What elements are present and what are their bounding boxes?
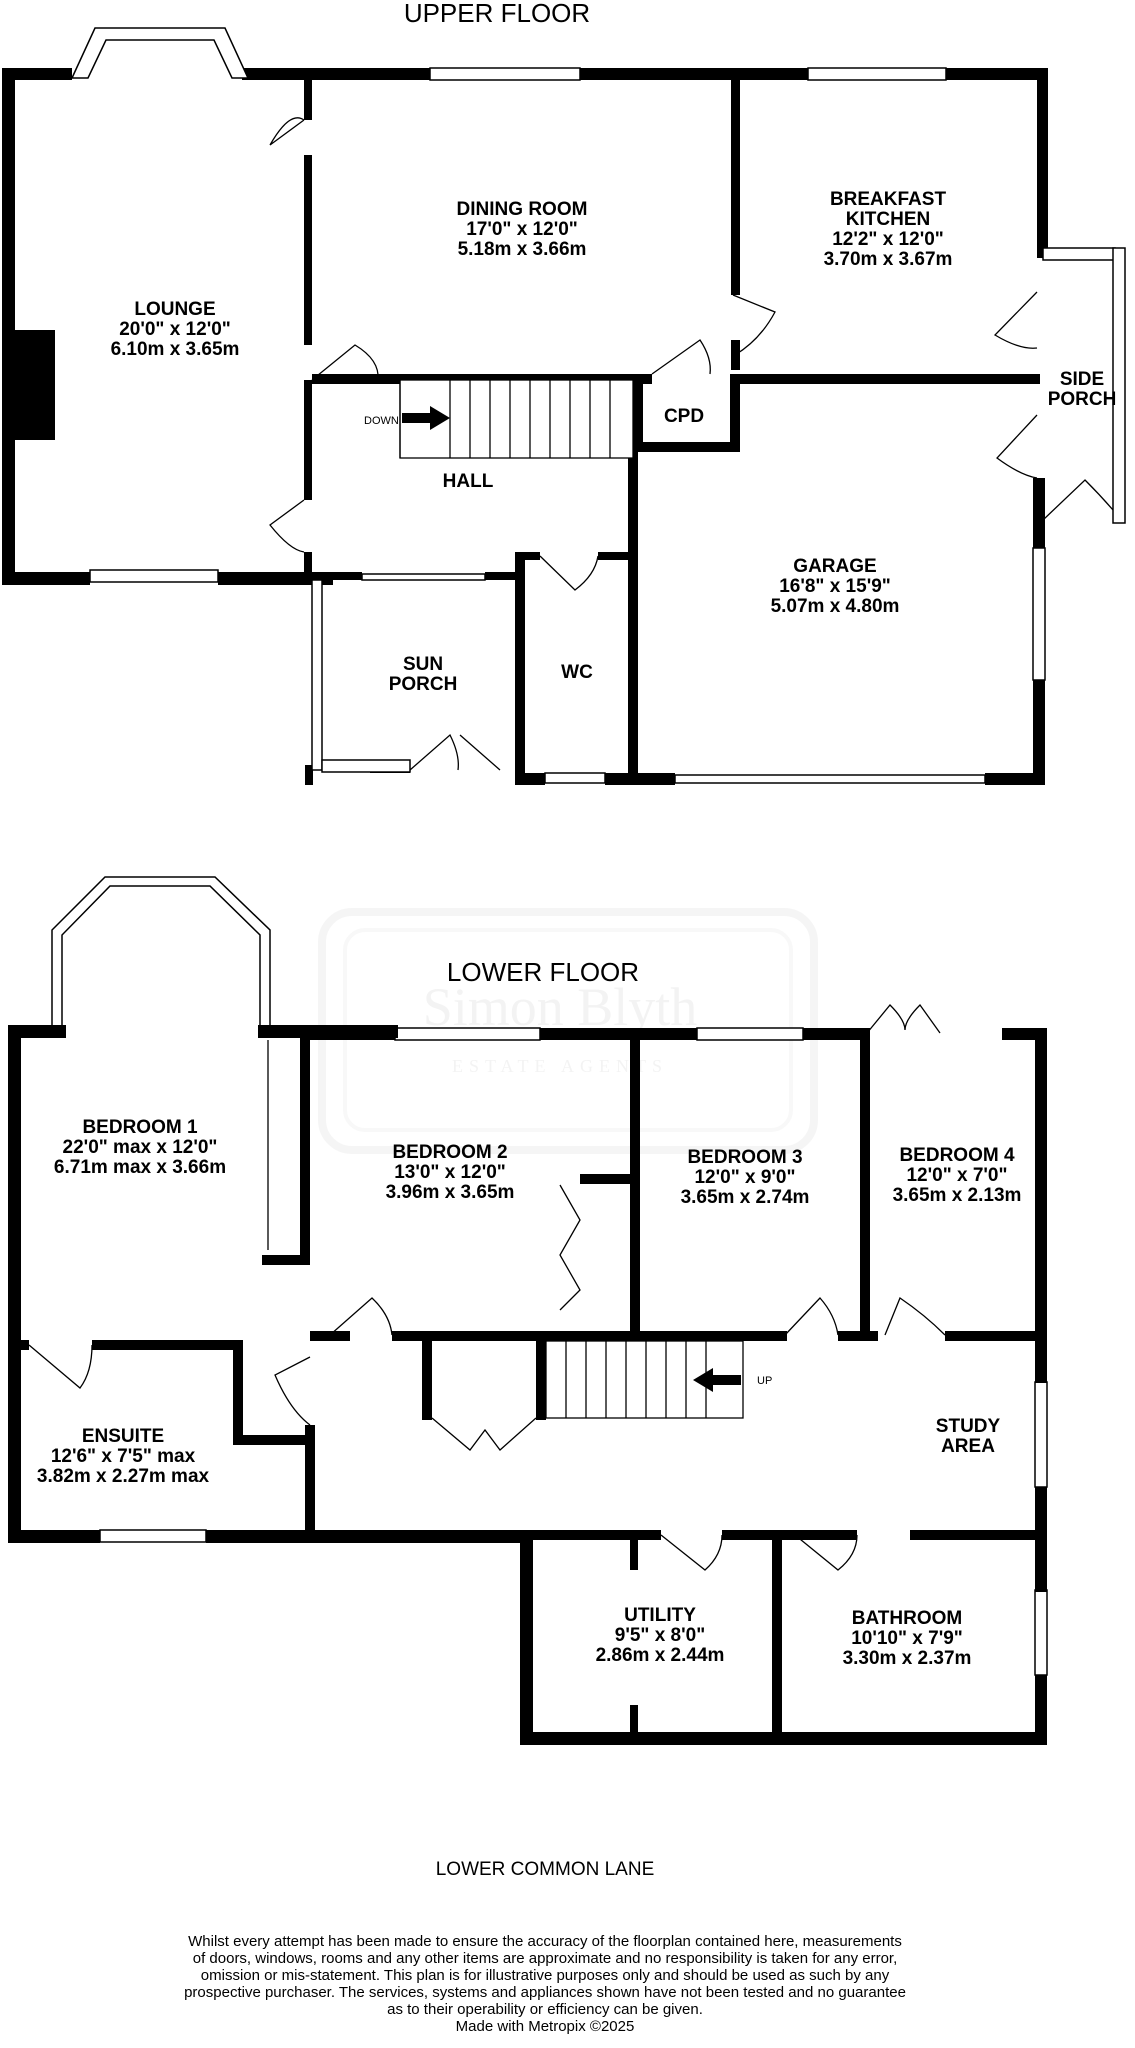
lounge-imperial: 20'0" x 12'0" (119, 319, 231, 340)
stairs-up-label: UP (757, 1375, 772, 1387)
lower-floor-title: LOWER FLOOR (447, 957, 639, 987)
bedroom3-imperial: 12'0" x 9'0" (694, 1167, 795, 1188)
upper-floor-title: UPPER FLOOR (404, 0, 590, 28)
bedroom2-label: BEDROOM 2 13'0" x 12'0" 3.96m x 3.65m (386, 1142, 515, 1203)
bedroom2-name: BEDROOM 2 (392, 1142, 507, 1163)
watermark: Simon Blyth ESTATE AGENTS (318, 908, 818, 1154)
dining-metric: 5.18m x 3.66m (458, 239, 587, 260)
disclaimer-line-1: Whilst every attempt has been made to en… (188, 1933, 902, 1950)
hall-label: HALL (443, 471, 494, 492)
bedroom3-metric: 3.65m x 2.74m (681, 1187, 810, 1208)
study-name-2: AREA (941, 1436, 995, 1457)
dining-imperial: 17'0" x 12'0" (466, 219, 578, 240)
kitchen-label: BREAKFAST KITCHEN 12'2" x 12'0" 3.70m x … (824, 189, 953, 270)
bedroom2-imperial: 13'0" x 12'0" (394, 1162, 506, 1183)
lounge-metric: 6.10m x 3.65m (111, 339, 240, 360)
bedroom4-name: BEDROOM 4 (899, 1145, 1015, 1166)
wc-label: WC (561, 662, 593, 683)
upper-floor-windows (70, 27, 1126, 784)
study-name-1: STUDY (936, 1416, 1001, 1437)
disclaimer-line-5: as to their operability or efficiency ca… (387, 2001, 703, 2018)
bathroom-metric: 3.30m x 2.37m (843, 1648, 972, 1669)
utility-name: UTILITY (624, 1605, 696, 1626)
garage-name: GARAGE (793, 556, 876, 577)
utility-metric: 2.86m x 2.44m (596, 1645, 725, 1666)
bedroom4-label: BEDROOM 4 12'0" x 7'0" 3.65m x 2.13m (893, 1145, 1022, 1206)
bedroom3-label: BEDROOM 3 12'0" x 9'0" 3.65m x 2.74m (681, 1147, 810, 1208)
sun-porch-name-1: SUN (403, 654, 443, 675)
utility-label: UTILITY 9'5" x 8'0" 2.86m x 2.44m (596, 1605, 725, 1666)
bedroom1-imperial: 22'0" max x 12'0" (63, 1137, 218, 1158)
bathroom-name: BATHROOM (852, 1608, 962, 1629)
sun-porch-name-2: PORCH (389, 674, 458, 695)
side-porch-name-2: PORCH (1048, 389, 1117, 410)
kitchen-imperial: 12'2" x 12'0" (832, 229, 944, 250)
disclaimer-line-4: prospective purchaser. The services, sys… (184, 1984, 906, 2001)
upper-stairs: DOWN (364, 379, 634, 459)
lounge-label: LOUNGE 20'0" x 12'0" 6.10m x 3.65m (111, 299, 240, 360)
disclaimer: Whilst every attempt has been made to en… (184, 1933, 906, 2035)
garage-label: GARAGE 16'8" x 15'9" 5.07m x 4.80m (771, 556, 900, 617)
ensuite-metric: 3.82m x 2.27m max (37, 1466, 210, 1487)
street-label: LOWER COMMON LANE (436, 1859, 655, 1880)
lower-floor-doors (28, 1003, 946, 1571)
garage-imperial: 16'8" x 15'9" (779, 576, 891, 597)
bedroom1-metric: 6.71m max x 3.66m (54, 1157, 226, 1178)
bedroom1-name: BEDROOM 1 (82, 1117, 198, 1138)
kitchen-name-1: BREAKFAST (830, 189, 947, 210)
lower-floor-walls (8, 1025, 1047, 1745)
ensuite-label: ENSUITE 12'6" x 7'5" max 3.82m x 2.27m m… (37, 1426, 210, 1487)
bedroom3-name: BEDROOM 3 (687, 1147, 802, 1168)
disclaimer-line-6: Made with Metropix ©2025 (456, 2018, 635, 2035)
sun-porch-label: SUN PORCH (389, 654, 458, 695)
dining-name: DINING ROOM (457, 199, 588, 220)
bedroom1-label: BEDROOM 1 22'0" max x 12'0" 6.71m max x … (54, 1117, 226, 1178)
disclaimer-line-2: of doors, windows, rooms and any other i… (193, 1950, 898, 1967)
garage-metric: 5.07m x 4.80m (771, 596, 900, 617)
kitchen-metric: 3.70m x 3.67m (824, 249, 953, 270)
study-area-label: STUDY AREA (936, 1416, 1001, 1457)
ensuite-imperial: 12'6" x 7'5" max (51, 1446, 196, 1467)
bedroom4-imperial: 12'0" x 7'0" (906, 1165, 1007, 1186)
utility-imperial: 9'5" x 8'0" (615, 1625, 705, 1646)
ensuite-name: ENSUITE (82, 1426, 164, 1447)
watermark-sub: ESTATE AGENTS (452, 1056, 668, 1076)
side-porch-label: SIDE PORCH (1048, 369, 1117, 410)
cpd-label: CPD (664, 406, 704, 427)
dining-room-label: DINING ROOM 17'0" x 12'0" 5.18m x 3.66m (457, 199, 588, 260)
bathroom-label: BATHROOM 10'10" x 7'9" 3.30m x 2.37m (843, 1608, 972, 1669)
stairs-down-label: DOWN (364, 415, 399, 427)
upper-floor-doors (269, 117, 1114, 771)
lower-stairs: UP (545, 1340, 772, 1419)
bedroom2-metric: 3.96m x 3.65m (386, 1182, 515, 1203)
bathroom-imperial: 10'10" x 7'9" (851, 1628, 963, 1649)
side-porch-name-1: SIDE (1060, 369, 1104, 390)
lounge-name: LOUNGE (134, 299, 215, 320)
disclaimer-line-3: omission or mis-statement. This plan is … (201, 1967, 890, 1984)
kitchen-name-2: KITCHEN (846, 209, 930, 230)
watermark-name: Simon Blyth (423, 977, 698, 1037)
bedroom4-metric: 3.65m x 2.13m (893, 1185, 1022, 1206)
